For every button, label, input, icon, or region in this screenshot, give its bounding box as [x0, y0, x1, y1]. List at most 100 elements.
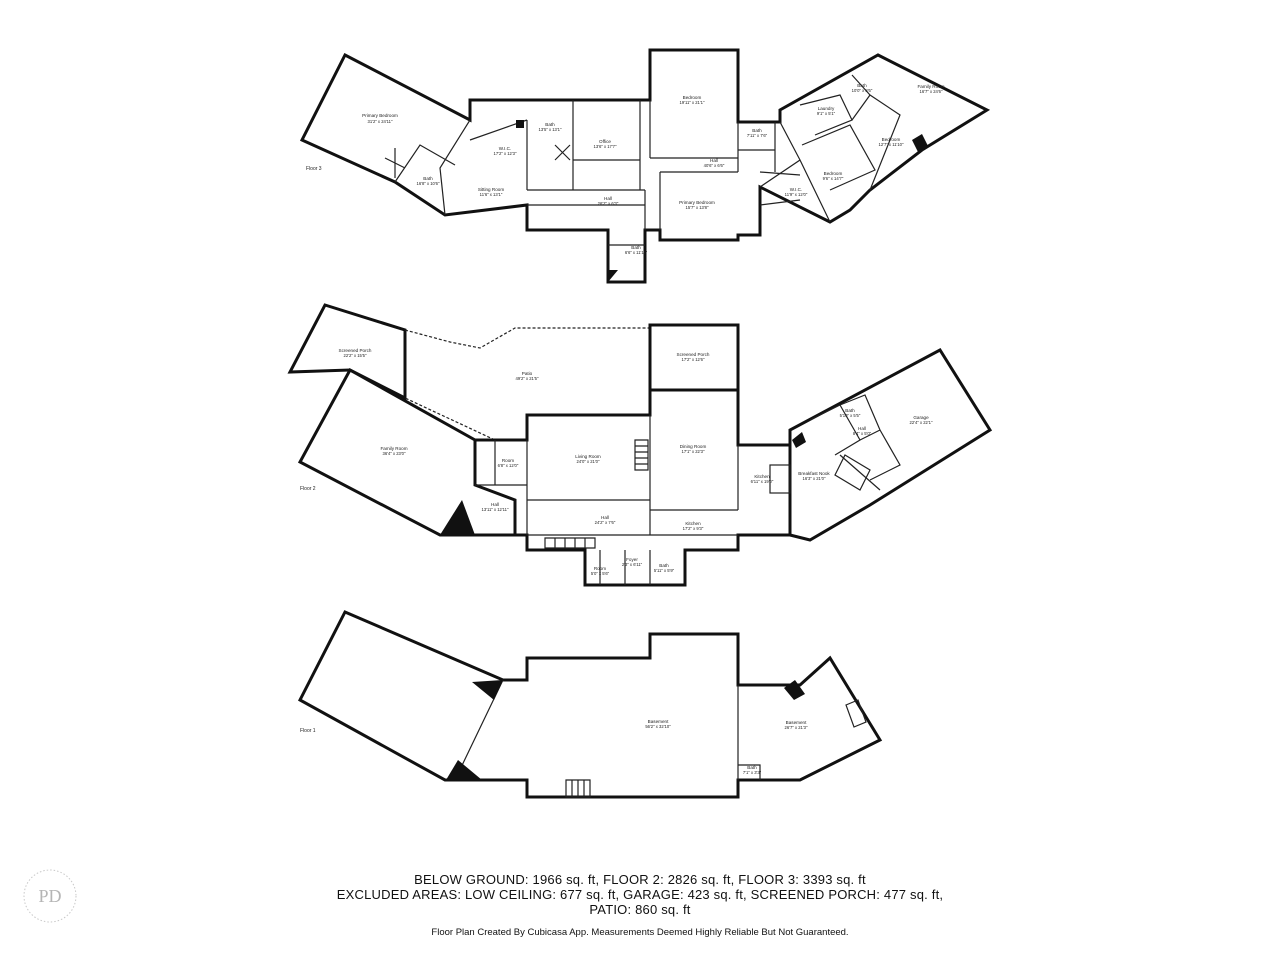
- room-name: Living Room: [575, 454, 601, 459]
- floor-2-central-block: [475, 388, 792, 587]
- room-name: Kitchen: [685, 521, 701, 526]
- room-dims: 31'2" x 24'11": [368, 119, 393, 124]
- room-name: Kitchen: [754, 474, 770, 479]
- room-dims: 7'1" x 3'3": [743, 770, 762, 775]
- room-name: Bath: [545, 122, 555, 127]
- floor-3: Floor 3 Primary Bedroom 31'2" x 24'11" B…: [299, 48, 991, 284]
- room-name: Hall: [601, 515, 609, 520]
- room-dims: 49'2" x 21'5": [516, 376, 539, 381]
- room-dims: 24'0" x 21'0": [577, 459, 600, 464]
- room-dims: 12'7" x 11'10": [879, 142, 904, 147]
- floor-label: Floor 1: [300, 728, 316, 734]
- room-name: Screened Porch: [677, 352, 710, 357]
- room-dims: 56'2" x 32'10": [645, 724, 671, 729]
- area-summary-line-1: BELOW GROUND: 1966 sq. ft, FLOOR 2: 2826…: [414, 872, 866, 887]
- room-name: Bath: [659, 563, 669, 568]
- room-dims: 6'8" x 12'0": [498, 463, 519, 468]
- garage-wing: [788, 348, 993, 542]
- room-name: Hall: [491, 502, 499, 507]
- room-dims: 6'6" x 11'11": [625, 250, 648, 255]
- floor-3-stack: [516, 120, 524, 128]
- room-name: Primary Bedroom: [362, 113, 398, 118]
- floor-1-outline: [298, 610, 883, 799]
- room-dims: 9'6" x 14'7": [823, 176, 844, 181]
- room-dims: 22'4" x 22'1": [910, 420, 933, 425]
- floor-1: Floor 1 Basement 56'2" x 32'10" Basement…: [298, 610, 883, 799]
- room-name: Bath: [747, 765, 757, 770]
- room-dims: 10'0" x 8'6": [852, 88, 873, 93]
- room-dims: 36'4" x 23'0": [383, 451, 406, 456]
- room-name: Bath: [752, 128, 762, 133]
- room-dims: 26'7" x 21'3": [785, 725, 808, 730]
- photographer-logo: PD: [23, 869, 77, 923]
- room-name: Basement: [648, 719, 669, 724]
- room-name: Primary Bedroom: [679, 200, 715, 205]
- floor-2-stack: [440, 500, 475, 535]
- floor-3-outline: [299, 48, 991, 284]
- room-dims: 16'7" x 24'6": [920, 89, 943, 94]
- room-name: Bath: [857, 83, 867, 88]
- floor-2-stack: [792, 432, 806, 448]
- floor-2-stairs: [544, 439, 871, 549]
- room-name: Family Room: [917, 84, 944, 89]
- room-name: Bath: [845, 408, 855, 413]
- room-name: Room: [594, 566, 606, 571]
- area-summary-line-3: PATIO: 860 sq. ft: [589, 902, 691, 917]
- room-name: Bath: [631, 245, 641, 250]
- room-name: Bedroom: [683, 95, 702, 100]
- floor-2-interior-walls: [475, 394, 901, 585]
- room-dims: 40'6" x 6'6": [704, 163, 725, 168]
- room-dims: 16'8" x 10'6": [417, 181, 440, 186]
- room-name: Dining Room: [680, 444, 707, 449]
- room-name: Family Room: [380, 446, 407, 451]
- room-name: Basement: [786, 720, 807, 725]
- room-dims: 17'2" x 12'6": [682, 357, 705, 362]
- room-dims: 8'4" x 5'0": [853, 431, 872, 436]
- room-dims: 5'0" x 5'6": [591, 571, 610, 576]
- area-summary-line-2: EXCLUDED AREAS: LOW CEILING: 677 sq. ft,…: [336, 887, 944, 902]
- floor-label: Floor 2: [300, 486, 316, 492]
- floor-1-interior-walls: [454, 679, 761, 781]
- floor-1-stack: [446, 760, 482, 780]
- floor-1-stairs: [565, 699, 867, 798]
- room-dims: 5'10" x 5'5": [840, 413, 861, 418]
- room-dims: 26'2" x 6'3": [598, 201, 619, 206]
- kitchen-island: [769, 464, 791, 494]
- room-dims: 13'11" x 12'11": [481, 507, 509, 512]
- floor-1-stack: [784, 680, 805, 700]
- floor-3-closet-marks: [384, 144, 571, 178]
- room-name: Bedroom: [824, 171, 843, 176]
- room-name: Hall: [710, 158, 718, 163]
- room-name: Foyer: [626, 557, 638, 562]
- room-dims: 22'2" x 15'5": [344, 353, 367, 358]
- room-dims: 15'7" x 13'8": [686, 205, 709, 210]
- room-name: Bedroom: [882, 137, 901, 142]
- floor-3-interior-walls: [394, 74, 901, 246]
- room-dims: 17'1" x 22'3": [682, 449, 705, 454]
- room-name: Hall: [604, 196, 612, 201]
- room-dims: 13'6" x 17'7": [594, 144, 617, 149]
- room-dims: 7'11" x 7'6": [747, 133, 768, 138]
- room-dims: 11'6" x 13'1": [480, 192, 503, 197]
- room-name: Room: [502, 458, 514, 463]
- floor-3-stack: [912, 134, 928, 152]
- room-name: W.I.C.: [499, 146, 512, 151]
- floor-2: Floor 2 Screened Porch 22'2" x 15'5" Pat…: [287, 303, 993, 587]
- room-name: Patio: [522, 371, 533, 376]
- room-dims: 17'2" x 9'3": [683, 526, 704, 531]
- room-dims: 16'3" x 21'0": [803, 476, 826, 481]
- disclaimer-credit: Floor Plan Created By Cubicasa App. Meas…: [431, 927, 849, 938]
- room-dims: 13'5" x 13'1": [539, 127, 562, 132]
- room-name: Hall: [858, 426, 866, 431]
- logo-monogram: PD: [38, 886, 61, 906]
- room-dims: 5'11" x 5'9": [654, 568, 675, 573]
- room-name: Bath: [423, 176, 433, 181]
- room-dims: 2'3" x 6'11": [622, 562, 643, 567]
- room-name: Breakfast Nook: [798, 471, 830, 476]
- room-name: Laundry: [818, 106, 835, 111]
- family-room-wing: [297, 367, 517, 537]
- room-dims: 9'1" x 5'1": [817, 111, 836, 116]
- room-dims: 19'11" x 21'1": [680, 100, 705, 105]
- room-dims: 17'2" x 12'3": [494, 151, 517, 156]
